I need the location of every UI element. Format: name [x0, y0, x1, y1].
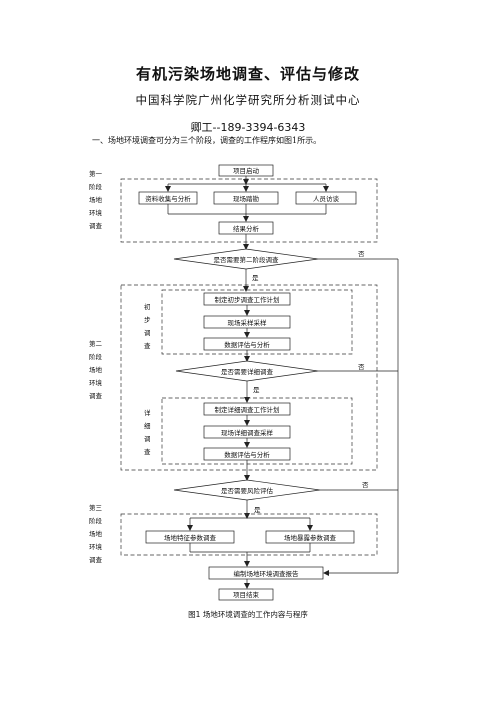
svg-text:初: 初 — [144, 302, 151, 311]
svg-text:数据评估与分析: 数据评估与分析 — [224, 340, 270, 349]
svg-text:资料收集与分析: 资料收集与分析 — [145, 194, 191, 203]
no-label-3: 否 — [362, 481, 369, 489]
yes-label-1: 是 — [252, 274, 259, 282]
stage3-frame — [120, 513, 378, 556]
stage3-label: 第三 阶段 场地 环境 调查 — [89, 503, 103, 564]
svg-text:场地: 场地 — [89, 195, 103, 204]
svg-text:查: 查 — [144, 447, 151, 456]
svg-text:阶段: 阶段 — [89, 516, 103, 525]
yes-label-3: 是 — [254, 506, 261, 514]
svg-text:细: 细 — [144, 421, 151, 430]
end-box — [218, 588, 274, 601]
initial-survey-label: 初 步 调 查 — [144, 302, 151, 350]
no-label-2: 否 — [358, 363, 365, 371]
svg-text:是否需要详细调查: 是否需要详细调查 — [221, 367, 274, 376]
svg-text:调: 调 — [144, 434, 151, 443]
svg-text:阶段: 阶段 — [89, 352, 103, 361]
svg-text:详: 详 — [144, 408, 151, 417]
svg-text:第二: 第二 — [89, 339, 103, 348]
svg-text:是否需要第二阶段调查: 是否需要第二阶段调查 — [214, 255, 280, 264]
detailed-survey-frame — [161, 397, 353, 465]
svg-text:现场踏勘: 现场踏勘 — [233, 194, 260, 203]
svg-text:人员访谈: 人员访谈 — [313, 194, 340, 203]
organization-name: 中国科学院广州化学研究所分析测试中心 — [135, 93, 361, 107]
svg-text:场地暴露参数调查: 场地暴露参数调查 — [284, 533, 337, 542]
svg-text:场地特征参数调查: 场地特征参数调查 — [164, 533, 217, 542]
svg-text:调查: 调查 — [89, 221, 103, 230]
no-label-1: 否 — [358, 250, 365, 258]
svg-text:场地: 场地 — [89, 529, 103, 538]
svg-text:编制场地环境调查报告: 编制场地环境调查报告 — [234, 569, 300, 578]
svg-text:调查: 调查 — [89, 555, 103, 564]
svg-text:阶段: 阶段 — [89, 182, 103, 191]
svg-text:调查: 调查 — [89, 391, 103, 400]
svg-text:查: 查 — [144, 341, 151, 350]
start-label: 项目启动 — [233, 166, 260, 175]
figure-caption: 图1 场地环境调查的工作内容与程序 — [188, 610, 308, 619]
intro-paragraph: 一、场地环境调查可分为三个阶段，调查的工作程序如图1所示。 — [92, 136, 322, 145]
svg-text:场地: 场地 — [89, 365, 103, 374]
contact-line: 卿工--189-3394-6343 — [190, 121, 306, 134]
svg-text:制定详细调查工作计划: 制定详细调查工作计划 — [215, 405, 280, 414]
svg-text:步: 步 — [144, 316, 151, 324]
stage2-frame — [120, 284, 378, 471]
initial-survey-frame — [161, 289, 353, 355]
svg-text:制定初步调查工作计划: 制定初步调查工作计划 — [215, 295, 280, 304]
svg-text:调: 调 — [144, 328, 151, 337]
svg-text:环境: 环境 — [89, 208, 103, 217]
svg-text:环境: 环境 — [89, 378, 103, 387]
detailed-survey-label: 详 细 调 查 — [144, 408, 151, 456]
svg-text:第一: 第一 — [89, 169, 103, 178]
svg-text:现场详细调查采样: 现场详细调查采样 — [221, 428, 274, 437]
svg-text:项目结束: 项目结束 — [233, 590, 260, 599]
page-title: 有机污染场地调查、评估与修改 — [135, 65, 360, 83]
svg-text:是否需要风险评估: 是否需要风险评估 — [221, 486, 274, 495]
stage2-label: 第二 阶段 场地 环境 调查 — [89, 339, 103, 400]
svg-text:数据评估与分析: 数据评估与分析 — [224, 450, 270, 459]
svg-text:环境: 环境 — [89, 542, 103, 551]
svg-text:现场采样采样: 现场采样采样 — [228, 318, 268, 327]
stage1-label: 第一 阶段 场地 环境 调查 — [89, 169, 103, 230]
stage1-frame — [120, 178, 378, 243]
yes-label-2: 是 — [253, 386, 260, 394]
svg-text:第三: 第三 — [89, 503, 103, 512]
svg-text:结果分析: 结果分析 — [233, 224, 260, 233]
